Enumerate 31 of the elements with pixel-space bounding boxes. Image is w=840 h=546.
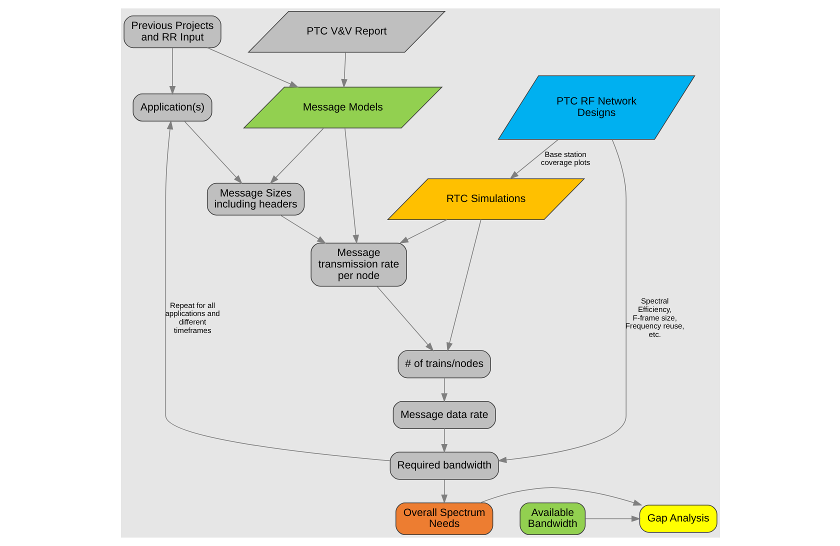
arrow — [497, 139, 626, 464]
arrow — [376, 286, 434, 352]
arrow — [340, 52, 347, 88]
edge-label: Spectral Efficiency, F-frame size, Frequency reuse, etc. — [624, 296, 684, 339]
node-box: Available Bandwidth — [519, 502, 586, 536]
arrow — [164, 120, 390, 462]
edge-label: Repeat for all applications and different timeframes — [164, 300, 220, 335]
node-box: Message data rate — [392, 400, 496, 429]
node-box: Previous Projects and RR Input — [123, 16, 221, 48]
node-box: Message transmission rate per node — [310, 242, 406, 287]
arrow — [446, 219, 481, 352]
arrow — [440, 378, 448, 402]
arrow — [184, 120, 242, 184]
arrow — [584, 516, 640, 522]
arrow — [269, 128, 324, 184]
node-box: Gap Analysis — [638, 504, 717, 533]
arrow — [279, 214, 326, 244]
node-box: Required bandwidth — [389, 452, 498, 480]
edge-label: Base station coverage plots — [540, 150, 590, 168]
node-box: Overall Spectrum Needs — [395, 502, 493, 536]
arrow — [398, 219, 447, 244]
arrow — [440, 479, 448, 504]
node-box: Application(s) — [132, 94, 212, 122]
arrow — [509, 139, 558, 180]
arrow — [440, 428, 448, 454]
arrow — [344, 128, 358, 244]
arrow — [168, 48, 176, 96]
node-box: Message Sizes including headers — [206, 182, 304, 216]
arrow — [206, 47, 298, 88]
arrow — [479, 487, 642, 506]
node-box: # of trains/nodes — [397, 350, 490, 378]
